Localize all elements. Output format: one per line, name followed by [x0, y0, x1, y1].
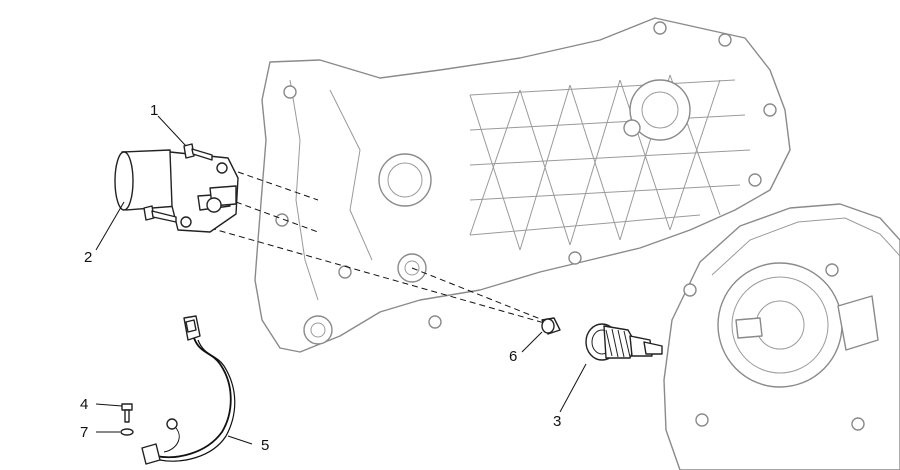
callout-7: 7 — [80, 424, 88, 441]
side-cover — [663, 203, 900, 470]
crankcase — [254, 17, 791, 353]
starter-drive — [585, 323, 663, 361]
starter-motor — [114, 149, 239, 233]
callout-1: 1 — [150, 102, 158, 119]
leader-lines — [95, 115, 587, 445]
wiring-harness — [141, 315, 236, 465]
callout-3: 3 — [553, 413, 561, 430]
screw — [121, 403, 133, 423]
callout-6: 6 — [509, 348, 517, 365]
callout-2: 2 — [84, 249, 92, 266]
callout-5: 5 — [261, 437, 269, 454]
callout-4: 4 — [80, 396, 88, 413]
starter-bolt-upper — [183, 143, 213, 161]
starter-bolt-lower — [143, 205, 177, 223]
assembly-lines — [209, 171, 556, 327]
bushing — [541, 317, 561, 335]
washer — [120, 428, 134, 436]
